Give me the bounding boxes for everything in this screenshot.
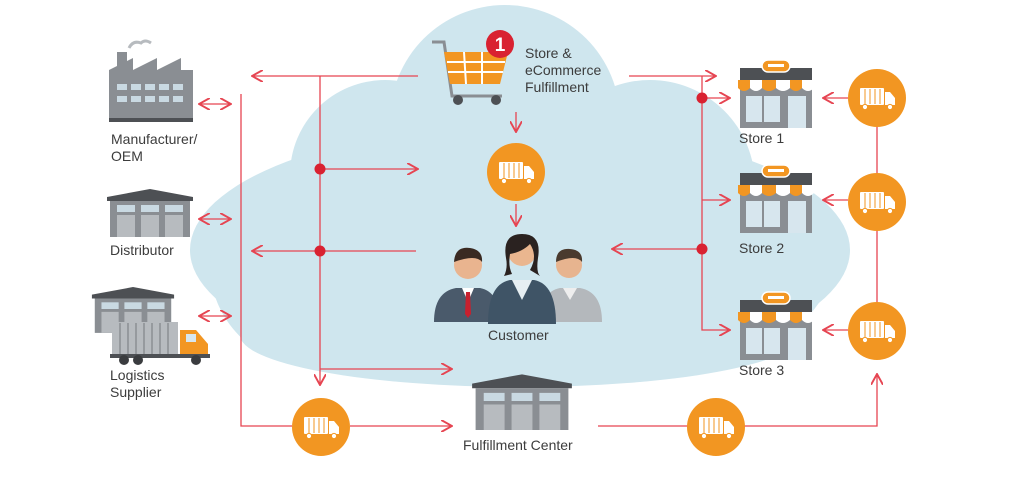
label-line: Supplier: [110, 384, 162, 400]
store2-label: Store 2: [739, 240, 784, 257]
fulfillment-center-warehouse-icon: [472, 374, 572, 430]
store1-label: Store 1: [739, 130, 784, 147]
truck-icon-fulfillment-right: [686, 397, 746, 457]
left-outer-line: [240, 94, 292, 427]
label-line: OEM: [111, 148, 143, 164]
arrow-truck-to-store3: [742, 374, 877, 427]
label-line: eCommerce: [525, 62, 602, 78]
label-line: Logistics: [110, 367, 165, 383]
logistics-warehouse-truck-icon: [91, 287, 210, 365]
fulfillment-center-label: Fulfillment Center: [463, 437, 573, 454]
label-line: Store 3: [739, 362, 785, 378]
label-line: Store &: [525, 45, 572, 61]
junction-dots: [314, 92, 708, 257]
notification-badge: 1: [486, 30, 514, 58]
junction-dot: [696, 92, 708, 104]
label-line: Fulfillment Center: [463, 437, 573, 453]
truck-icon-store3: [847, 301, 907, 361]
label-line: Distributor: [110, 242, 174, 258]
people-icon: [434, 234, 602, 324]
store1-storefront-icon: [737, 59, 815, 128]
customer-label: Customer: [488, 327, 549, 344]
truck-icon-cart-customer: [486, 142, 546, 202]
label-line: Manufacturer/: [111, 131, 198, 147]
factory-icon: [109, 39, 193, 122]
notification-badge-count: 1: [495, 35, 506, 56]
label-line: Customer: [488, 327, 549, 343]
store3-label: Store 3: [739, 362, 784, 379]
junction-dot: [696, 243, 708, 255]
distributor-warehouse-icon: [107, 189, 193, 237]
distributor-label: Distributor: [110, 242, 174, 259]
label-line: Fulfillment: [525, 79, 589, 95]
connector-lines: [199, 76, 877, 426]
label-line: Store 1: [739, 130, 785, 146]
vertical-trunk-right: [701, 76, 730, 330]
logistics-supplier-label: Logistics Supplier: [110, 367, 164, 401]
truck-icon-left-fulfillment: [291, 397, 351, 457]
junction-dot: [314, 163, 326, 175]
truck-icon-store2: [847, 172, 907, 232]
store3-storefront-icon: [737, 291, 815, 360]
manufacturer-label: Manufacturer/ OEM: [111, 131, 197, 165]
label-line: Store 2: [739, 240, 785, 256]
truck-icon-store1: [847, 68, 907, 128]
store2-storefront-icon: [737, 164, 815, 233]
shopping-cart-icon: [432, 40, 508, 105]
junction-dot: [314, 245, 326, 257]
ecommerce-label: Store & eCommerce Fulfillment: [525, 45, 601, 96]
